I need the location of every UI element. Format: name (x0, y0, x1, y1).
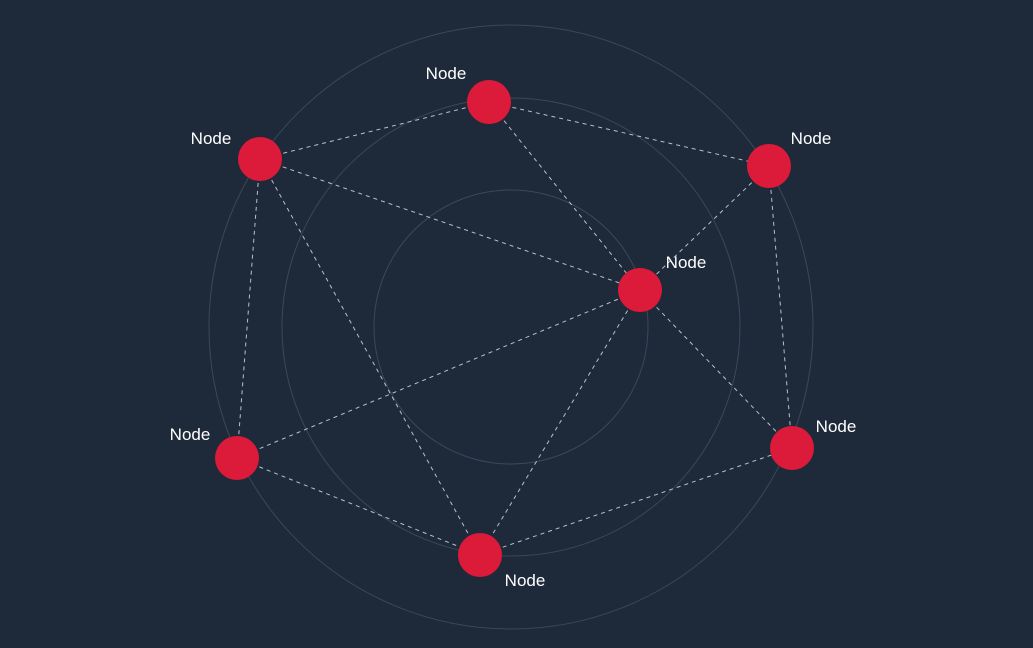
edge-n1-n4 (488, 101, 641, 291)
edge-n2-n4 (259, 158, 641, 291)
edge-n3-n4 (639, 165, 770, 291)
concentric-rings (208, 24, 814, 630)
node-label-n6: Node (816, 417, 857, 436)
node-circle-n3[interactable] (747, 144, 791, 188)
edge-n1-n3 (488, 101, 770, 167)
edge-n5-n7 (236, 457, 481, 556)
node-circle-n1[interactable] (467, 80, 511, 124)
edge-n4-n7 (479, 289, 641, 556)
node-label-n1: Node (426, 64, 467, 83)
node-circle-n7[interactable] (458, 533, 502, 577)
edge-n2-n5 (236, 158, 261, 459)
ring-outer (208, 24, 814, 630)
edge-n1-n2 (259, 101, 490, 160)
ring-middle (281, 97, 741, 557)
node-label-n7: Node (505, 571, 546, 590)
edge-n4-n6 (639, 289, 793, 449)
node-label-n2: Node (191, 129, 232, 148)
node-circle-n2[interactable] (238, 137, 282, 181)
node-label-n5: Node (170, 425, 211, 444)
edge-n3-n6 (768, 165, 793, 449)
edges (236, 101, 793, 556)
edge-n4-n5 (236, 289, 641, 459)
edge-n2-n7 (259, 158, 481, 556)
node-circle-n4[interactable] (618, 268, 662, 312)
node-circle-n5[interactable] (215, 436, 259, 480)
nodes (215, 80, 814, 577)
node-label-n3: Node (791, 129, 832, 148)
node-label-n4: Node (666, 253, 707, 272)
edge-n7-n6 (479, 447, 793, 556)
ring-inner (373, 189, 649, 465)
node-circle-n6[interactable] (770, 426, 814, 470)
